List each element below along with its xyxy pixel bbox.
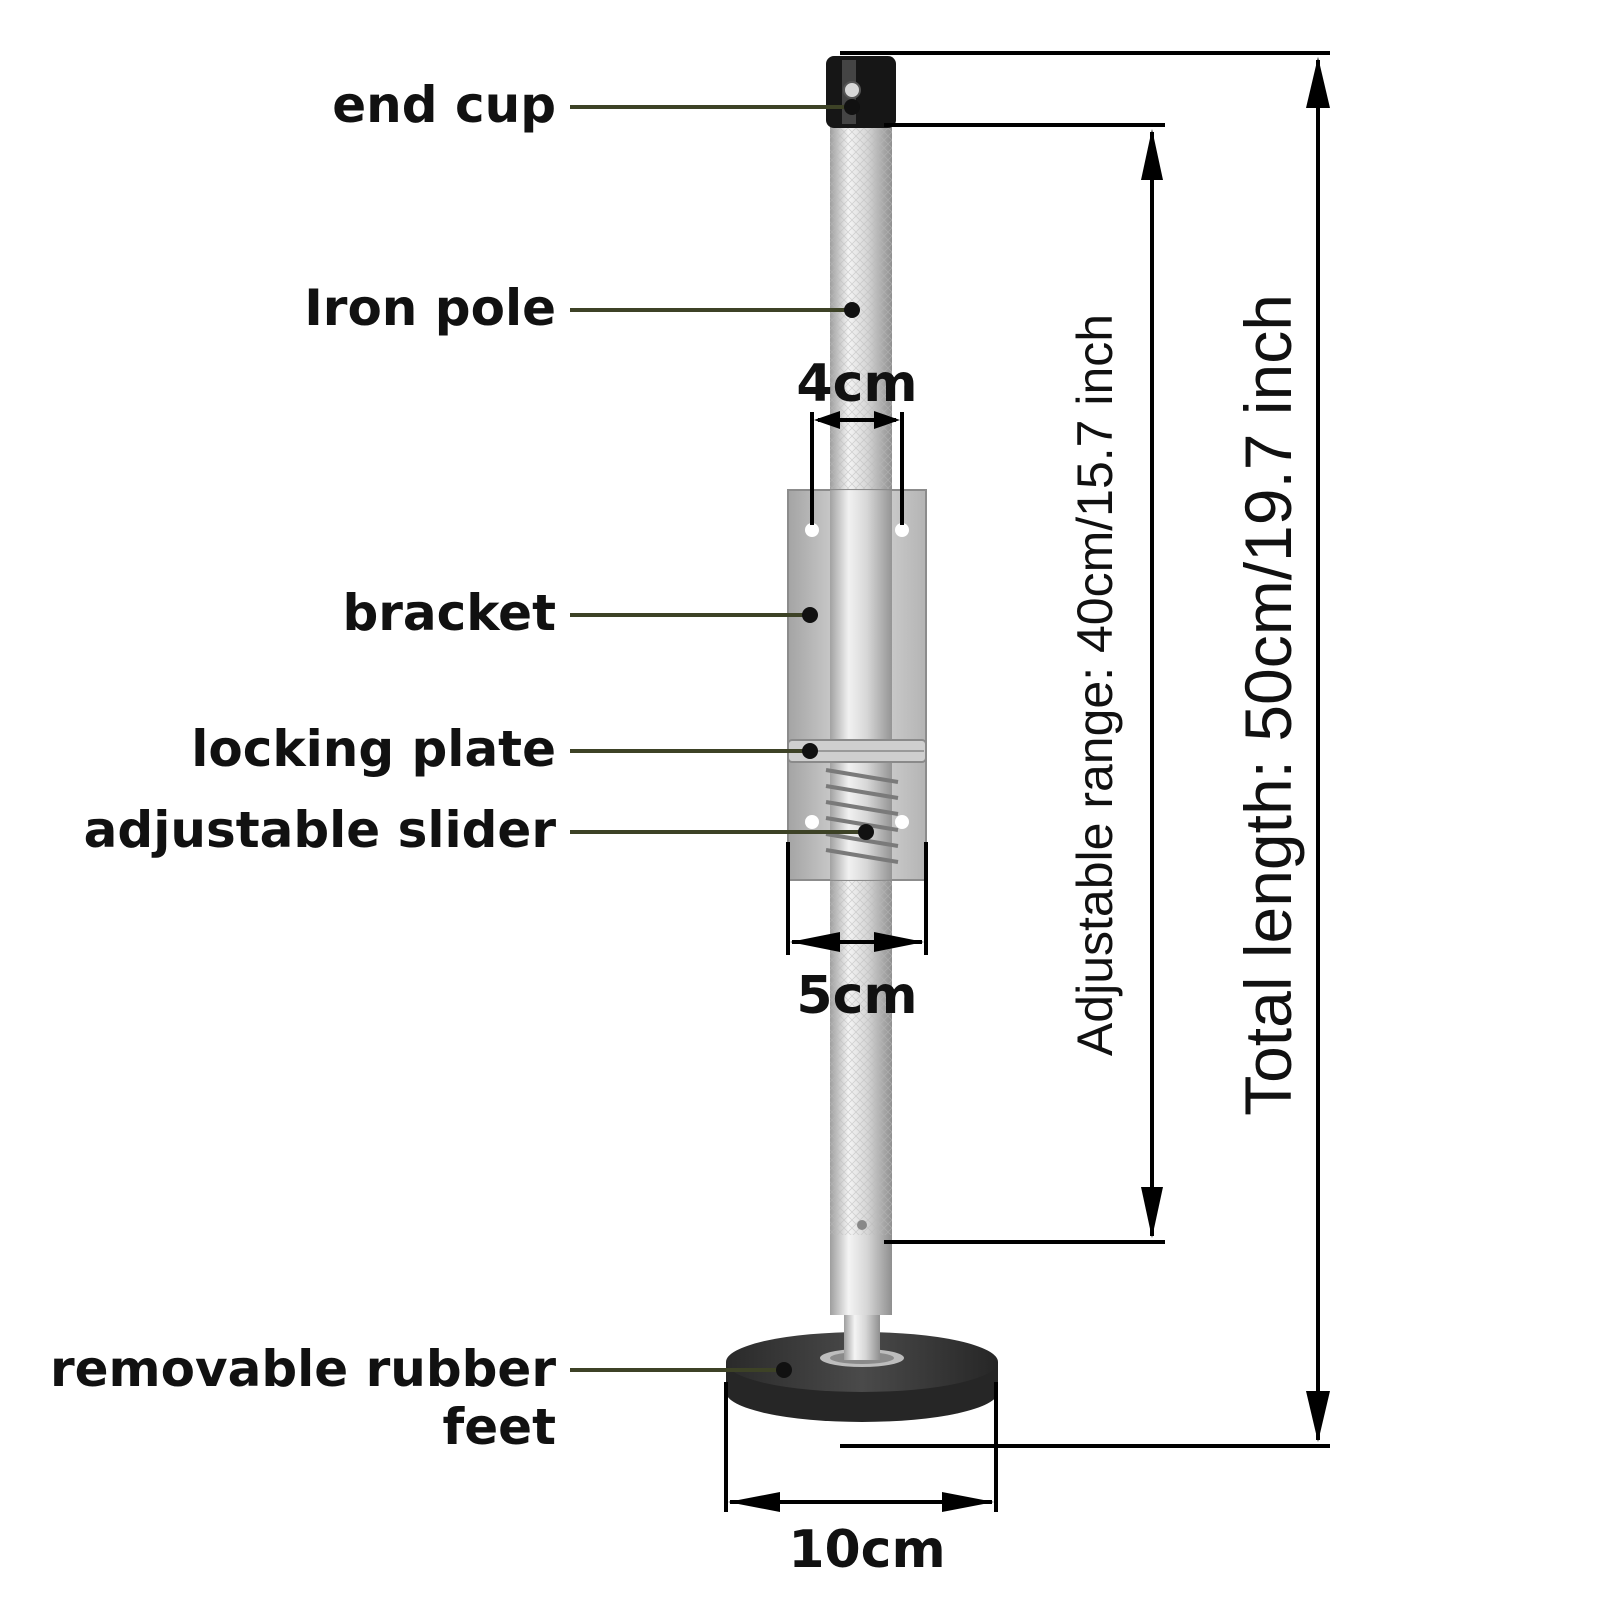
- adjustable-range-label: Adjustable range: 40cm/15.7 inch: [1067, 313, 1123, 1057]
- bracket-label: bracket: [342, 584, 556, 642]
- bracket-part: [787, 489, 927, 881]
- adjustable-range-dimension: [884, 123, 1165, 1244]
- bracket-width-dimension: [786, 842, 928, 955]
- total-length-dimension: [840, 51, 1330, 1448]
- end-cup-label: end cup: [332, 76, 556, 134]
- rubber-feet-label: removable rubber feet: [50, 1340, 556, 1456]
- pole-width-label: 4cm: [796, 354, 918, 414]
- pole-width-dimension: [810, 411, 904, 525]
- rubber-feet-label-line1: removable rubber: [49, 1340, 556, 1398]
- leader-dots: [776, 99, 874, 1378]
- leader-lines: [570, 105, 866, 1372]
- spring: [825, 768, 899, 864]
- rubber-feet-label-line2: feet: [442, 1398, 556, 1456]
- bracket-width-label: 5cm: [796, 966, 918, 1026]
- end-cup-part: [826, 56, 896, 128]
- total-length-label: Total length: 50cm/19.7 inch: [1231, 294, 1305, 1116]
- locking-plate-label: locking plate: [191, 720, 556, 778]
- foot-width-label: 10cm: [788, 1520, 946, 1580]
- iron-pole-label: Iron pole: [304, 279, 556, 337]
- adjustable-slider-label: adjustable slider: [83, 801, 556, 859]
